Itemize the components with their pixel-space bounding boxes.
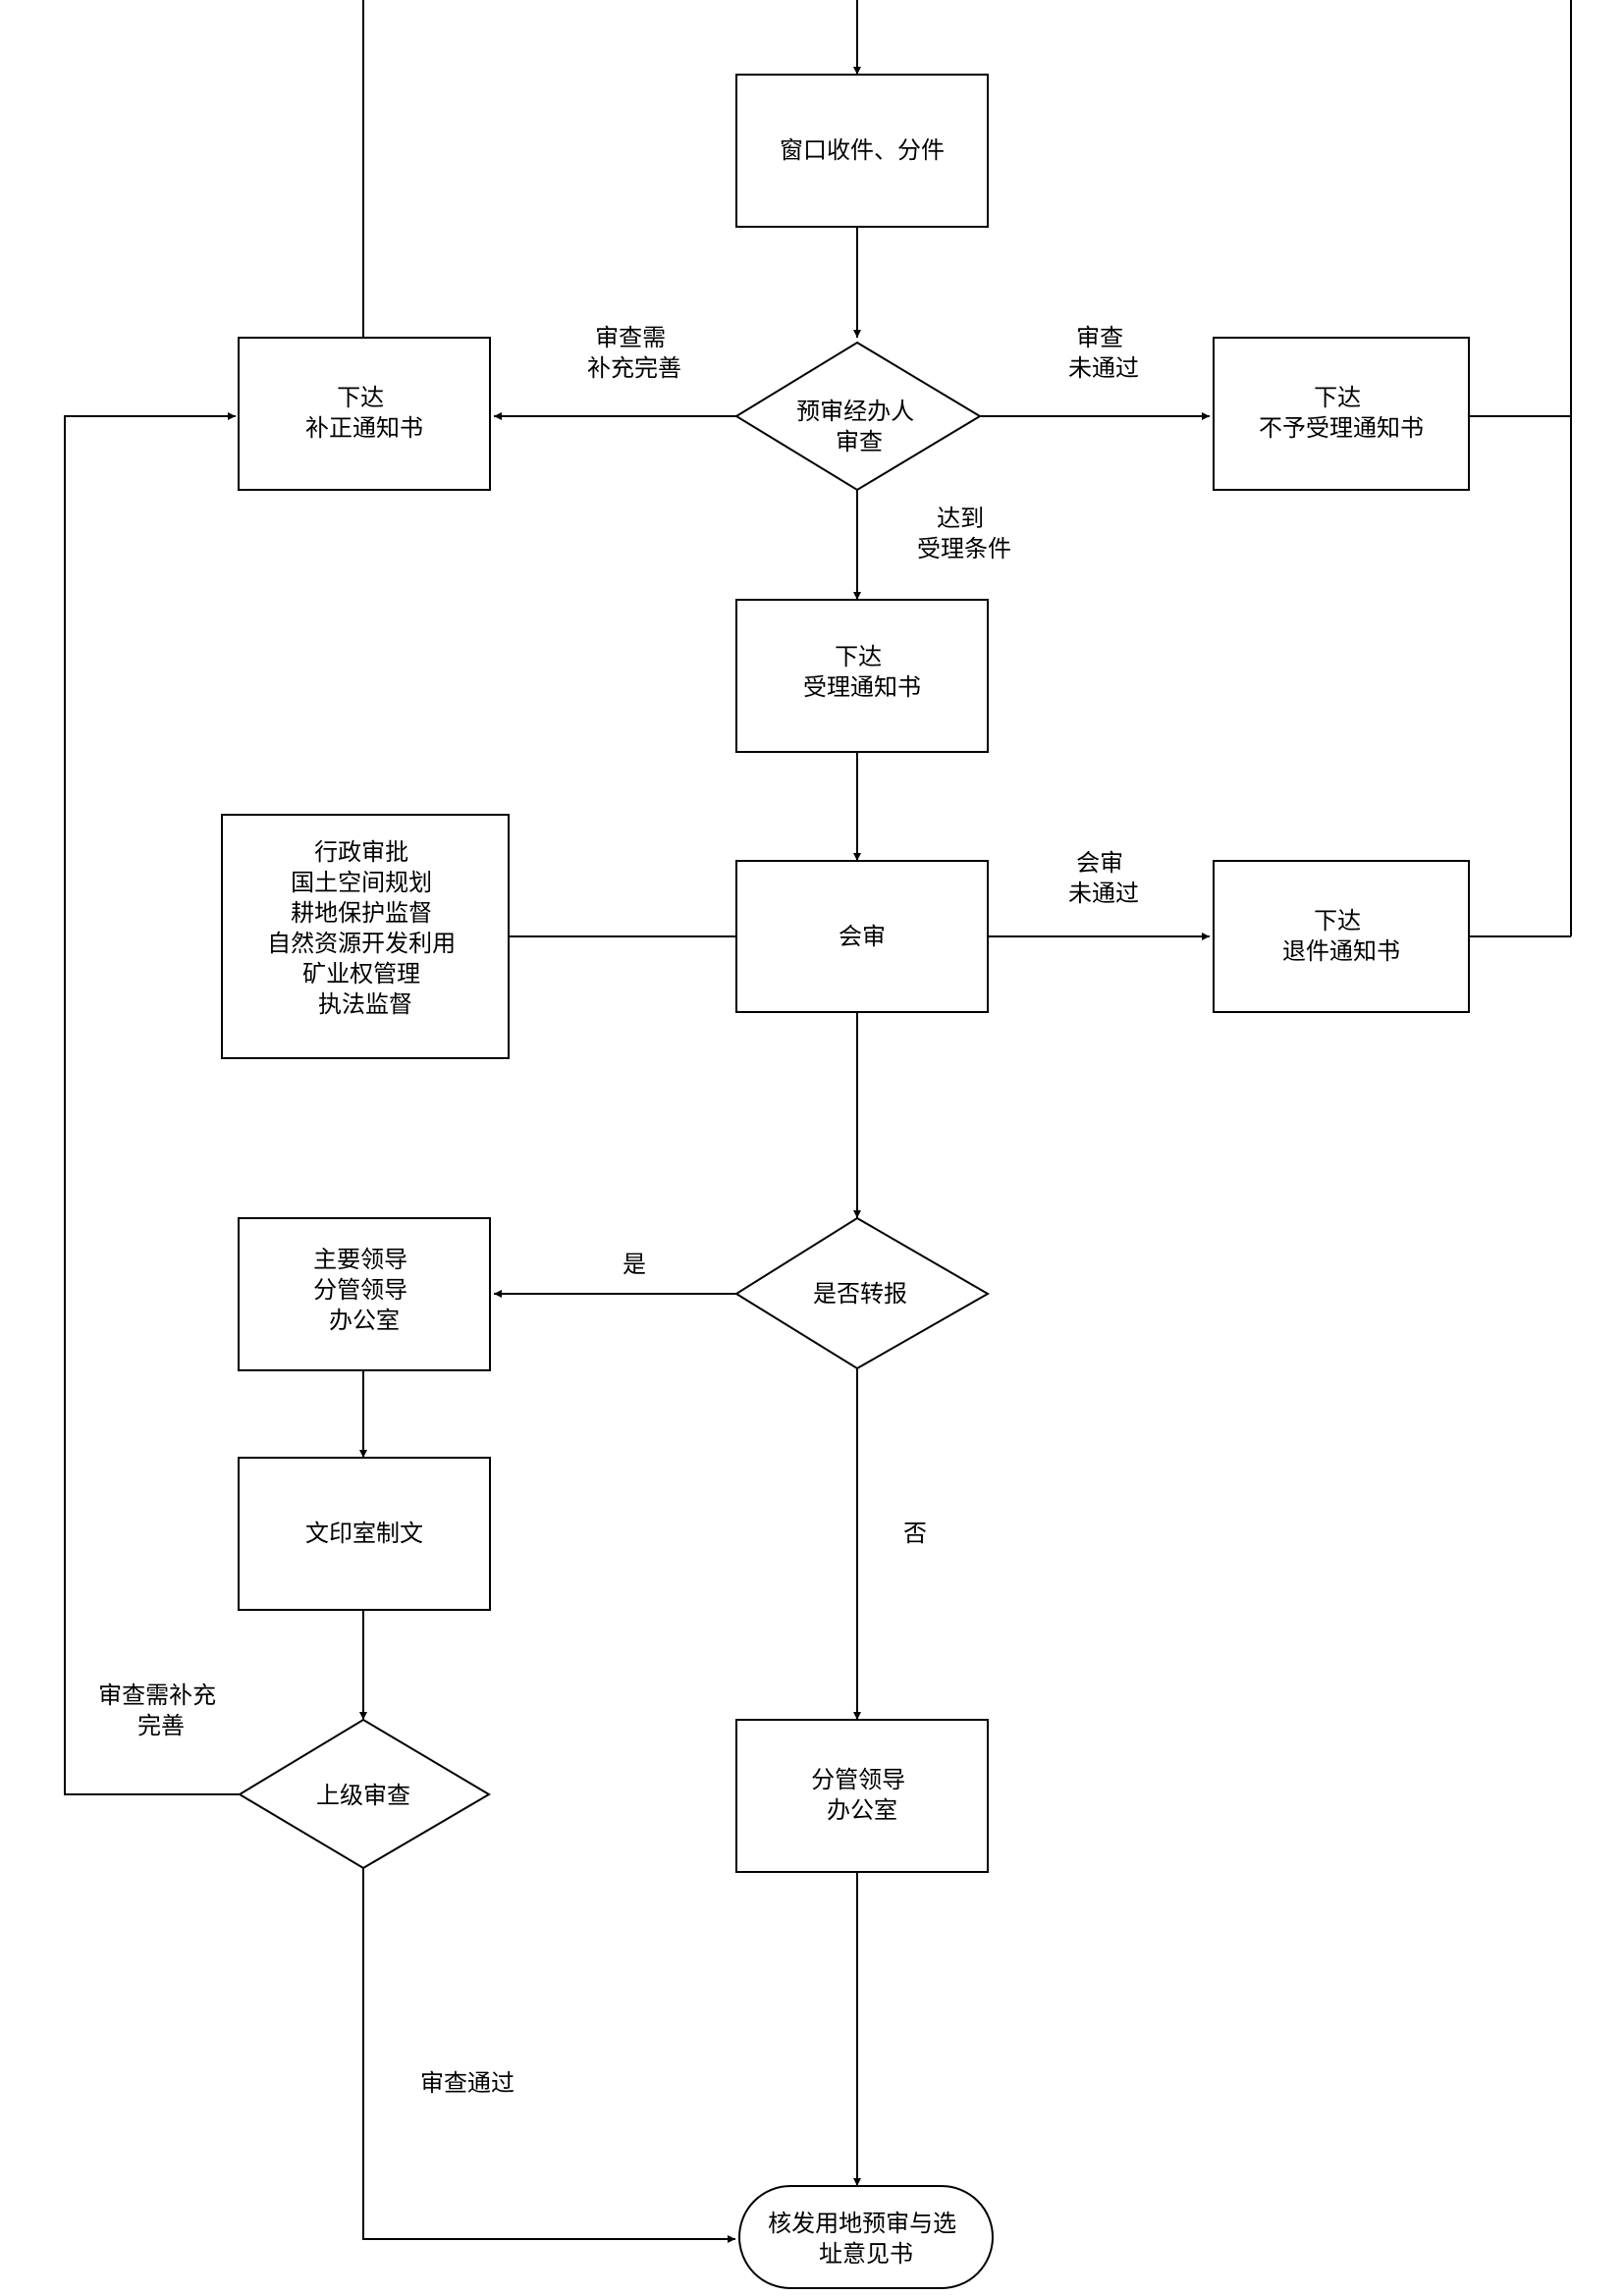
node-print-room-box	[238, 1457, 491, 1611]
edge-label-review-passed: 审查通过	[420, 2069, 514, 2097]
superior-review-label: 上级审查	[316, 1782, 410, 1809]
node-pre-review-diamond	[734, 341, 982, 492]
edge-superior-to-opinion	[362, 1868, 735, 2243]
pre-review-label: 预审经办人 审查	[796, 398, 922, 455]
correction-notice-label: 下达 补正通知书	[305, 384, 423, 442]
node-correction-notice-box	[238, 337, 491, 491]
return-notice-label: 下达 退件通知书	[1282, 907, 1400, 965]
edge-label-review-failed: 审查 未通过	[1068, 324, 1139, 382]
edge-label-meets-conditions: 达到 受理条件	[917, 505, 1011, 562]
node-window-receive-box	[735, 74, 989, 228]
node-branch-leader-box	[735, 1719, 989, 1873]
print-room-label: 文印室制文	[305, 1520, 423, 1547]
node-issue-opinion-terminal	[738, 2185, 994, 2289]
window-receive-label: 窗口收件、分件	[780, 136, 945, 164]
edge-superior-to-correction	[64, 412, 240, 1795]
node-forward-decision-diamond	[734, 1216, 991, 1370]
node-main-leaders-box	[238, 1217, 491, 1371]
node-superior-review-diamond	[238, 1718, 491, 1870]
reject-notice-label: 下达 不予受理通知书	[1259, 384, 1424, 442]
edge-label-no: 否	[903, 1520, 927, 1547]
departments-label: 行政审批 国土空间规划 耕地保护监督 自然资源开发利用 矿业权管理 执法监督	[267, 838, 463, 1018]
node-reject-notice-box	[1213, 337, 1470, 491]
joint-review-label: 会审	[839, 923, 886, 950]
issue-opinion-label: 核发用地预审与选 址意见书	[768, 2210, 964, 2268]
main-leaders-label: 主要领导 分管领导 办公室	[313, 1246, 415, 1334]
edge-label-yes: 是	[623, 1251, 646, 1278]
forward-decision-label: 是否转报	[813, 1280, 907, 1308]
node-joint-review-box	[735, 860, 989, 1013]
edge-label-joint-failed: 会审 未通过	[1068, 849, 1139, 907]
edge-label-needs-supplement: 审查需 补充完善	[587, 324, 681, 382]
node-return-notice-box	[1213, 860, 1470, 1013]
acceptance-notice-label: 下达 受理通知书	[803, 643, 921, 701]
branch-leader-label: 分管领导 办公室	[811, 1766, 913, 1824]
node-departments-box	[221, 814, 510, 1059]
node-acceptance-notice-box	[735, 599, 989, 753]
edge-label-superior-supplement: 审查需补充 完善	[98, 1682, 224, 1739]
